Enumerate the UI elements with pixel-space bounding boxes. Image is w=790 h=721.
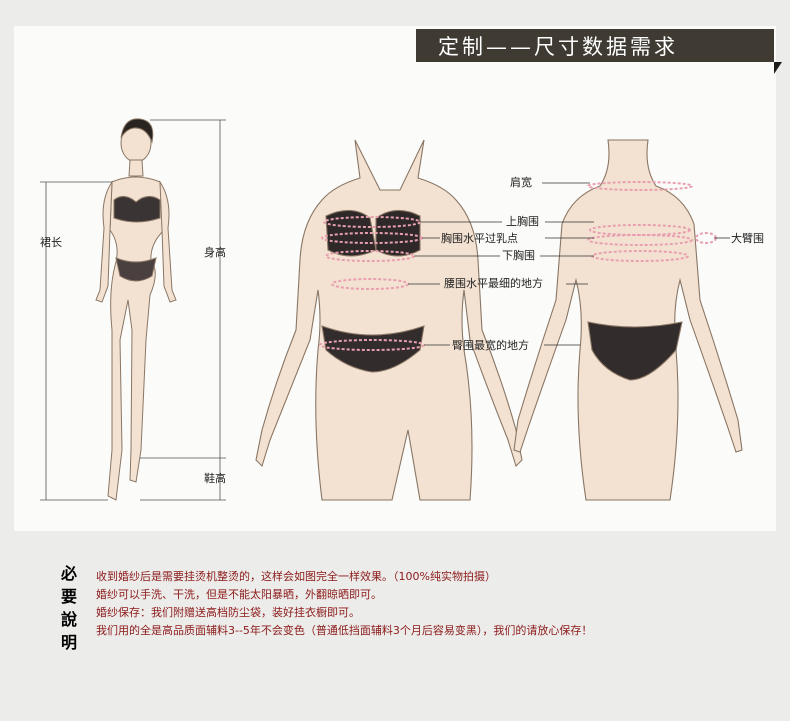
- page-title-text: 定制——尺寸数据需求: [438, 34, 678, 59]
- label-upper-bust: 上胸围: [506, 215, 539, 228]
- back-torso: [513, 139, 743, 501]
- notes-heading-char: 明: [60, 633, 77, 652]
- label-upper-arm: 大臂围: [731, 232, 764, 245]
- label-shoulder-width: 肩宽: [510, 176, 532, 189]
- notes-heading-char: 說: [60, 610, 77, 629]
- note-line: 我们用的全是高品质面辅料3--5年不会变色（普通低挡面辅料3个月后容易变黑），我…: [96, 624, 593, 637]
- label-shoe-height: 鞋高: [204, 472, 226, 485]
- leader-lines: [408, 182, 730, 346]
- label-under-bust: 下胸围: [502, 249, 535, 262]
- front-torso: [255, 139, 523, 501]
- page-title: 定制——尺寸数据需求: [416, 29, 782, 74]
- label-skirt-length: 裙长: [40, 236, 62, 249]
- label-height: 身高: [204, 246, 226, 259]
- notes-heading: 必 要 說 明: [58, 562, 80, 654]
- label-bust: 胸围水平过乳点: [441, 232, 518, 245]
- front-measure-guides: [40, 119, 226, 501]
- front-figure: [95, 118, 177, 501]
- label-hip: 臀围最宽的地方: [452, 339, 529, 352]
- note-line: 收到婚纱后是需要挂烫机整烫的，这样会如图完全一样效果。（100%纯实物拍摄）: [96, 570, 496, 583]
- measurement-illustration: [40, 118, 743, 501]
- notes-heading-char: 要: [60, 587, 77, 606]
- note-line: 婚纱可以手洗、干洗，但是不能太阳暴晒，外翻晾晒即可。: [96, 588, 382, 601]
- label-waist: 腰围水平最细的地方: [444, 277, 543, 290]
- note-line: 婚纱保存：我们附赠送高档防尘袋，装好挂衣橱即可。: [96, 606, 360, 619]
- notes-heading-char: 必: [60, 564, 77, 583]
